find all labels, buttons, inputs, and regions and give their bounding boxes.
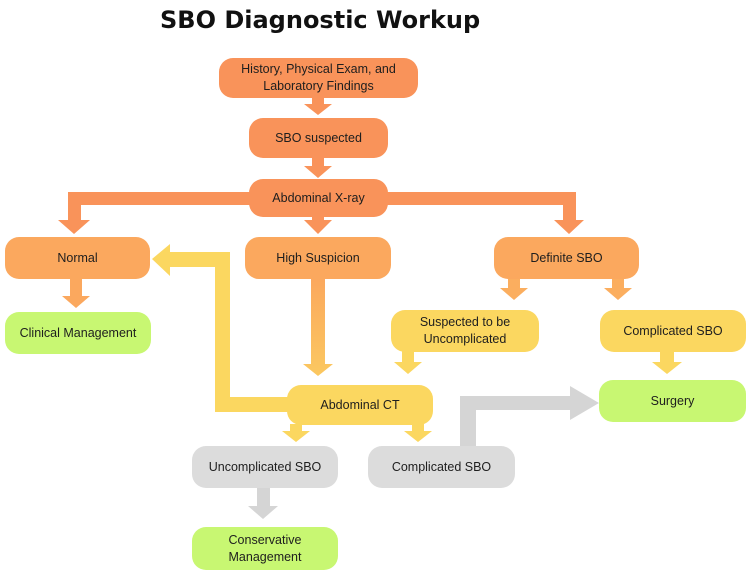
node-clinical-management: Clinical Management — [5, 312, 151, 354]
arrow-definite-to-suspected-uncomplicated — [500, 278, 528, 300]
arrow-definite-to-complicated — [604, 278, 632, 300]
arrow-complicated-to-surgery — [652, 351, 682, 374]
node-complicated-sbo-top: Complicated SBO — [600, 310, 746, 352]
node-definite-sbo: Definite SBO — [494, 237, 639, 279]
arrow-ct-to-complicated-bottom — [404, 424, 432, 442]
node-suspected-uncomplicated: Suspected to be Uncomplicated — [391, 310, 539, 352]
arrow-normal-to-clinical — [62, 278, 90, 308]
arrow-ct-to-normal — [152, 244, 300, 412]
node-conservative-management: Conservative Management — [192, 527, 338, 570]
node-complicated-sbo-bottom: Complicated SBO — [368, 446, 515, 488]
node-history-exam-labs: History, Physical Exam, and Laboratory F… — [219, 58, 418, 98]
arrow-suspected-uncomplicated-to-ct — [394, 351, 422, 374]
arrow-xray-to-high-suspicion — [304, 205, 332, 234]
node-normal: Normal — [5, 237, 150, 279]
arrow-high-suspicion-to-ct — [303, 278, 333, 376]
node-uncomplicated-sbo: Uncomplicated SBO — [192, 446, 338, 488]
node-abdominal-xray: Abdominal X-ray — [249, 179, 388, 217]
arrow-xray-to-normal — [58, 205, 90, 234]
arrow-uncomplicated-to-conservative — [248, 488, 278, 519]
arrow-suspected-to-xray — [304, 157, 332, 178]
node-sbo-suspected: SBO suspected — [249, 118, 388, 158]
page-title: SBO Diagnostic Workup — [160, 6, 481, 34]
arrow-history-to-suspected — [304, 97, 332, 115]
node-surgery: Surgery — [599, 380, 746, 422]
arrow-xray-to-definite — [554, 205, 584, 234]
node-abdominal-ct: Abdominal CT — [287, 385, 433, 425]
arrow-ct-to-uncomplicated — [282, 424, 310, 442]
arrow-complicated-bottom-to-surgery — [460, 386, 599, 447]
node-high-suspicion: High Suspicion — [245, 237, 391, 279]
